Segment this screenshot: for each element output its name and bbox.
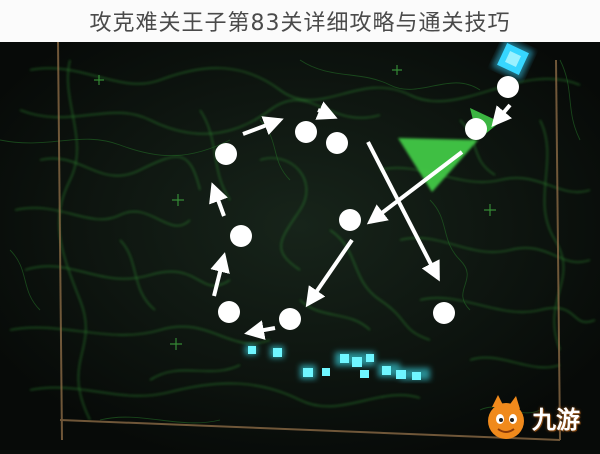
contour-lines-faint (0, 59, 581, 424)
path-arrow (209, 182, 228, 217)
waypoint (295, 121, 317, 143)
waypoint (215, 143, 237, 165)
path-arrow (366, 141, 440, 282)
waypoint (497, 76, 519, 98)
waypoint (279, 308, 301, 330)
path-arrow (491, 103, 512, 128)
waypoint (230, 225, 252, 247)
watermark: 九游 (484, 386, 600, 448)
path-arrow (305, 238, 354, 308)
board-svg (0, 37, 600, 450)
waypoint (218, 301, 240, 323)
path-arrow (210, 252, 230, 297)
path-arrow (244, 320, 276, 340)
crosshair-markers (94, 65, 496, 350)
waypoints (215, 76, 519, 330)
path-arrows (209, 101, 512, 340)
waypoint (326, 132, 348, 154)
waypoint (339, 209, 361, 231)
path-arrow (242, 116, 284, 136)
watermark-text: 九游 (532, 405, 580, 434)
contour-lines (9, 59, 596, 421)
path-arrow (366, 150, 464, 225)
jiuyou-mascot-icon (488, 395, 524, 439)
game-board: 九游 (0, 37, 600, 450)
page-title: 攻克难关王子第83关详细攻略与通关技巧 (89, 11, 511, 36)
waypoint (465, 118, 487, 140)
title-bar: 攻克难关王子第83关详细攻略与通关技巧 (0, 0, 600, 42)
path-arrow (315, 101, 338, 120)
cyan-diamond-player-icon[interactable] (491, 37, 535, 81)
board-frame (57, 41, 561, 441)
cyan-light-cluster (245, 345, 430, 380)
waypoint (433, 302, 455, 324)
